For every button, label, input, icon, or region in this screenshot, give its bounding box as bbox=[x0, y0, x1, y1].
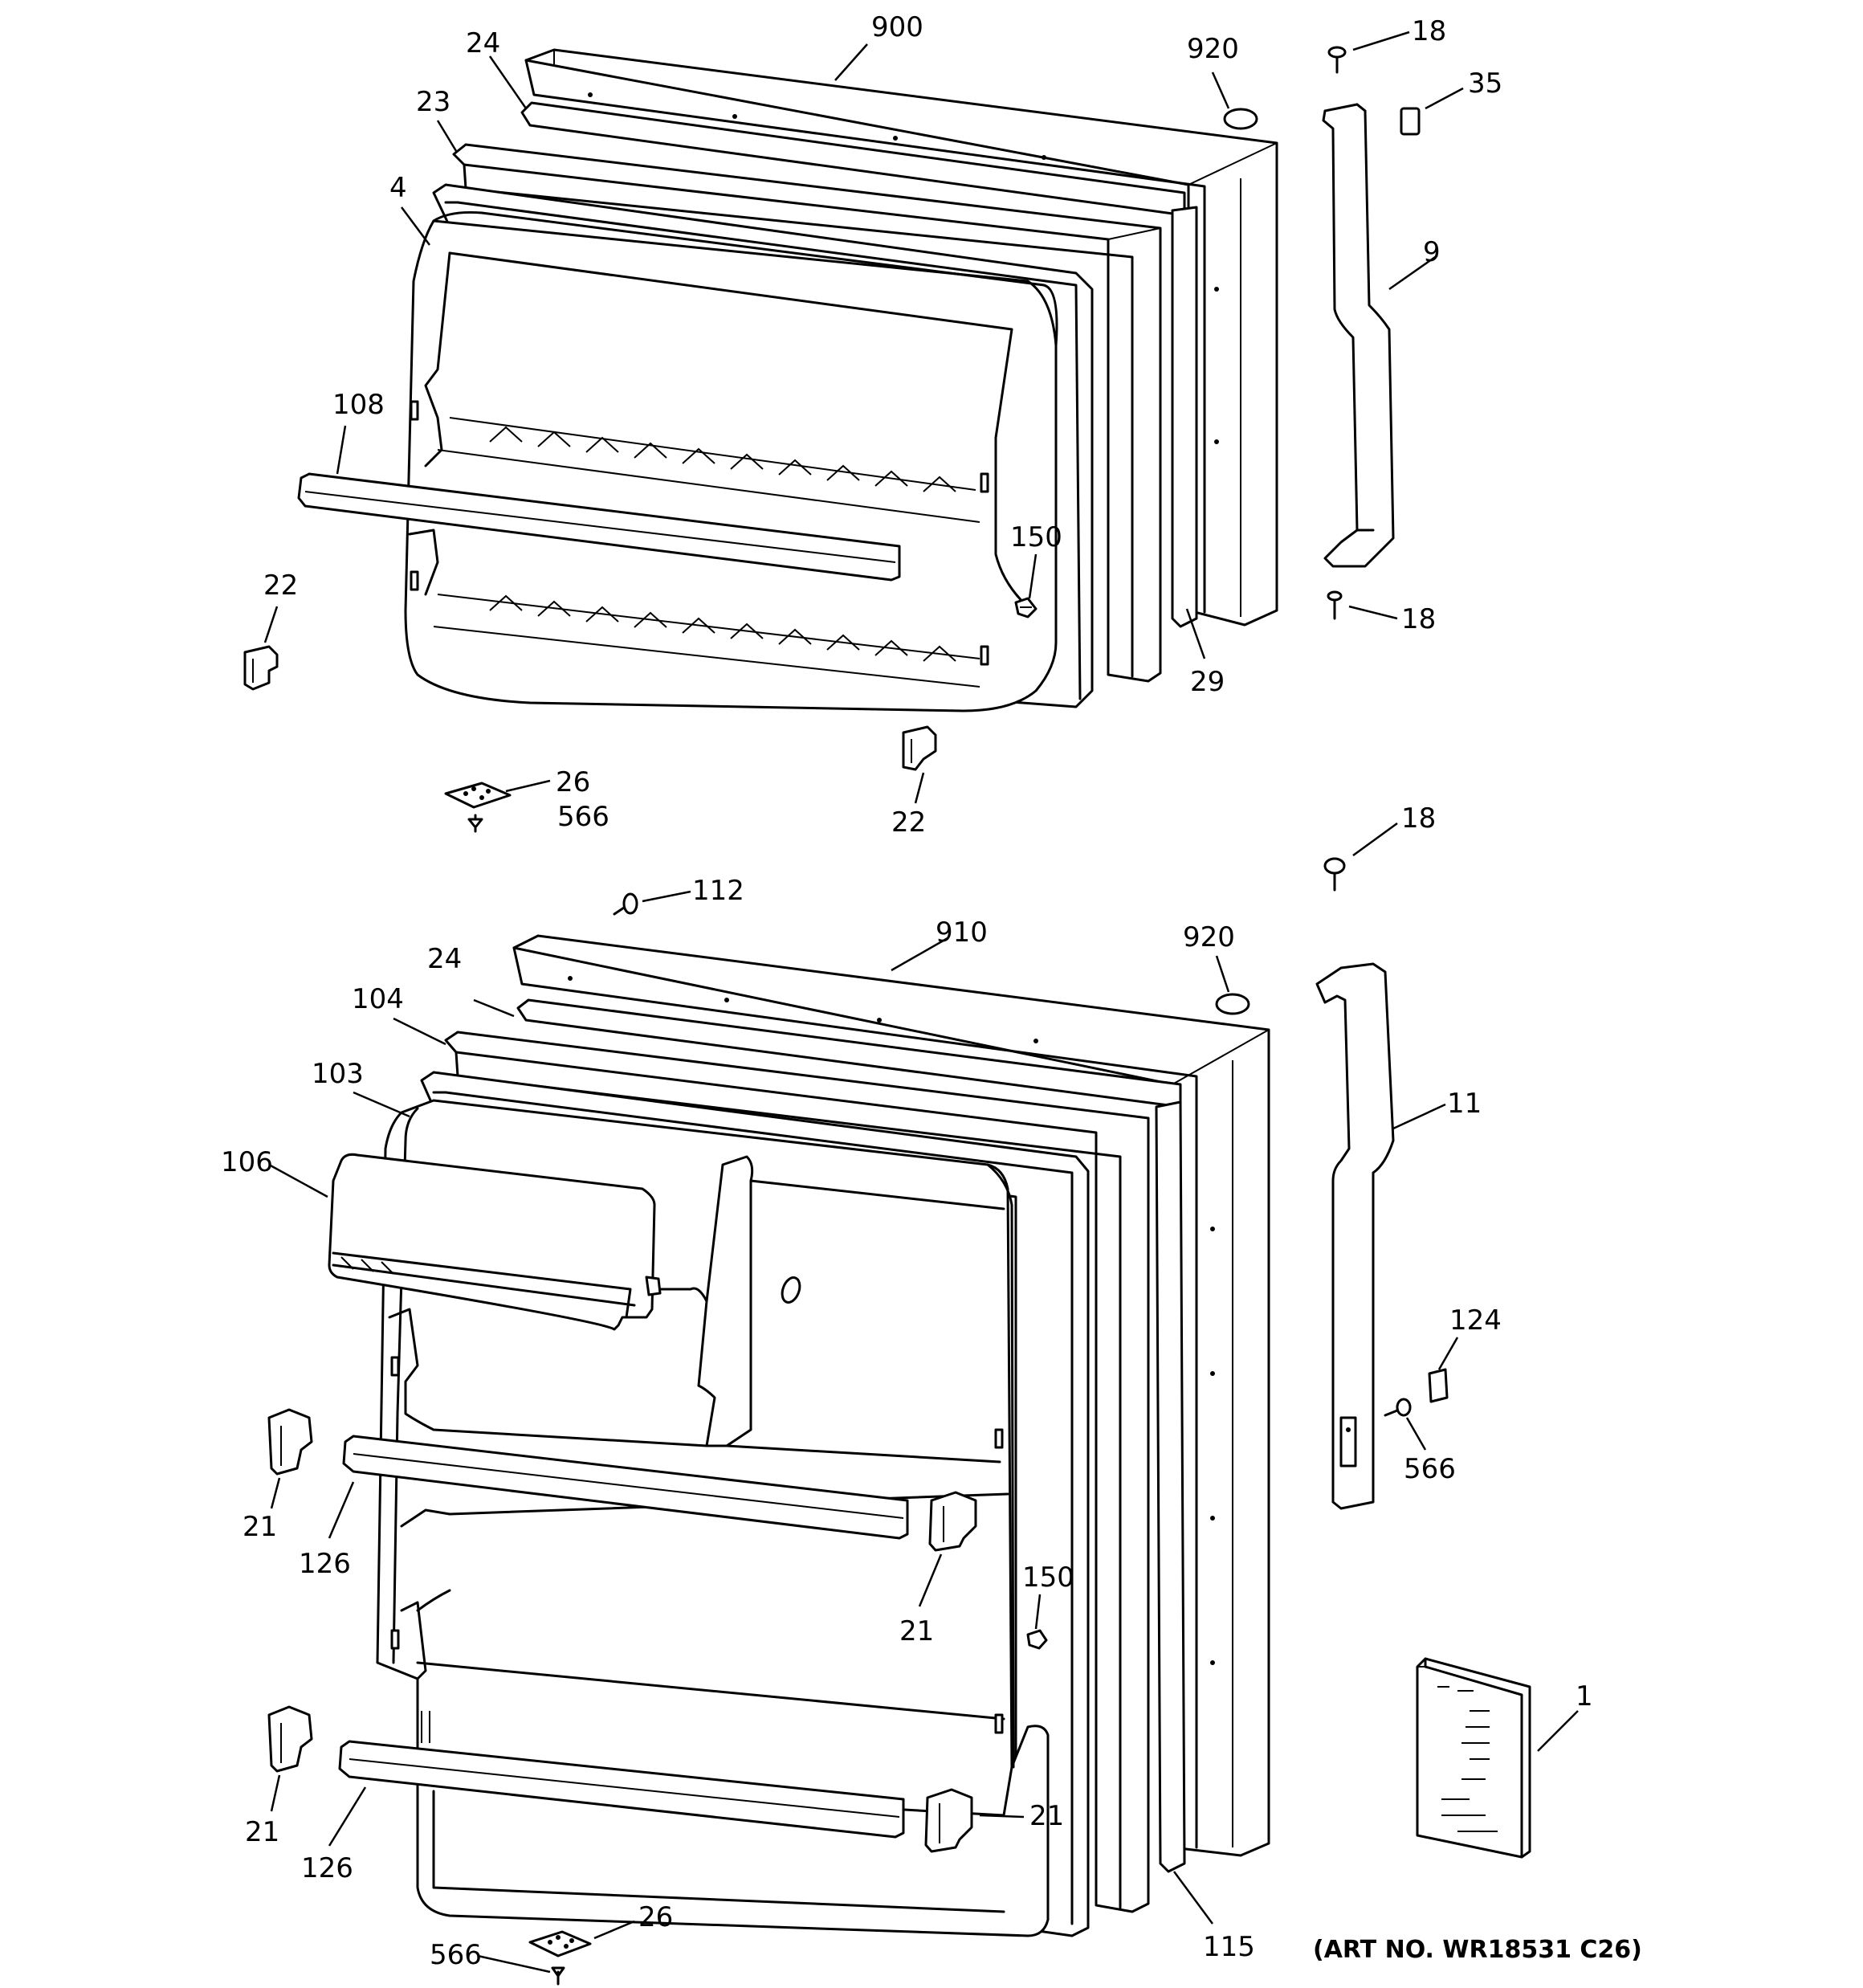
screw-18-top bbox=[1327, 46, 1347, 74]
callout-18-mid: 18 bbox=[1401, 802, 1436, 835]
plate-26-bottom bbox=[528, 1930, 592, 1957]
callout-labels: 900 920 18 35 24 23 4 9 108 150 22 18 29… bbox=[221, 11, 1642, 1971]
fresh-food-door-gasket bbox=[444, 1031, 1150, 1913]
callout-21-right-lower: 21 bbox=[1029, 1800, 1064, 1832]
clip-124 bbox=[1428, 1368, 1449, 1403]
callout-24-top: 24 bbox=[466, 27, 500, 59]
callout-18-top-b: 18 bbox=[1401, 603, 1436, 635]
callout-112: 112 bbox=[692, 875, 744, 907]
freezer-door-assembly bbox=[297, 48, 1278, 712]
hinge-21-left-upper bbox=[267, 1408, 313, 1476]
callout-150-bottom: 150 bbox=[1022, 1561, 1074, 1594]
callout-126-upper: 126 bbox=[299, 1548, 351, 1580]
callout-22-bottom: 22 bbox=[891, 806, 926, 839]
screw-566-bottom bbox=[551, 1966, 565, 1986]
freezer-door-bin-body bbox=[404, 211, 1058, 712]
fresh-food-liner-strip bbox=[516, 998, 1182, 1108]
callout-115: 115 bbox=[1203, 1931, 1255, 1963]
callout-21-mid: 21 bbox=[899, 1615, 934, 1647]
door-shelf-bar-lower bbox=[338, 1740, 905, 1839]
freezer-side-strip bbox=[1171, 206, 1198, 628]
screw-18-lower-top bbox=[1327, 590, 1343, 620]
callout-35: 35 bbox=[1468, 67, 1502, 100]
freezer-door-gasket bbox=[452, 143, 1162, 683]
hinge-21-left-lower bbox=[267, 1705, 313, 1773]
hinge-22-left bbox=[243, 645, 279, 691]
freezer-liner-strip bbox=[520, 101, 1186, 217]
hinge-22-bottom bbox=[902, 725, 937, 771]
plug-button-bottom bbox=[1215, 993, 1250, 1015]
hinge-21-mid bbox=[928, 1491, 977, 1552]
callout-23: 23 bbox=[416, 86, 450, 118]
screw-566-top bbox=[467, 814, 483, 833]
callout-124: 124 bbox=[1449, 1304, 1502, 1337]
screw-112 bbox=[613, 892, 638, 916]
callout-1: 1 bbox=[1576, 1680, 1593, 1712]
callout-106: 106 bbox=[221, 1146, 273, 1178]
hinge-21-right-lower bbox=[924, 1788, 973, 1853]
door-shelf-bar-upper bbox=[342, 1435, 909, 1540]
callout-103: 103 bbox=[312, 1058, 364, 1090]
callout-18-top-a: 18 bbox=[1412, 15, 1446, 47]
callout-566-right: 566 bbox=[1404, 1453, 1456, 1485]
callout-4: 4 bbox=[389, 172, 407, 204]
callout-21-left-upper: 21 bbox=[243, 1511, 277, 1543]
cap-35 bbox=[1400, 107, 1421, 136]
callout-26-top: 26 bbox=[556, 766, 590, 798]
callout-900-top: 900 bbox=[871, 11, 923, 43]
callout-126-lower: 126 bbox=[301, 1852, 353, 1884]
plug-button-top bbox=[1223, 108, 1258, 130]
callout-566-bottom: 566 bbox=[430, 1939, 482, 1971]
freezer-door-handle bbox=[1322, 103, 1395, 568]
callout-21-left-lower: 21 bbox=[245, 1816, 279, 1848]
callout-26-bottom: 26 bbox=[638, 1901, 673, 1933]
fresh-food-door-assembly bbox=[328, 892, 1270, 1937]
callout-920-bottom: 920 bbox=[1183, 921, 1235, 953]
callout-22-left: 22 bbox=[263, 569, 298, 602]
callout-910: 910 bbox=[936, 916, 988, 949]
literature-booklet bbox=[1416, 1657, 1531, 1859]
screw-18-mid bbox=[1323, 857, 1346, 892]
art-number: (ART NO. WR18531 C26) bbox=[1313, 1936, 1642, 1964]
callout-11: 11 bbox=[1447, 1088, 1482, 1120]
leader-lines bbox=[263, 31, 1579, 1974]
callout-29: 29 bbox=[1190, 666, 1225, 698]
callout-108: 108 bbox=[332, 389, 385, 421]
plate-26-top bbox=[444, 782, 512, 809]
dairy-compartment-door bbox=[328, 1153, 662, 1331]
fresh-food-side-strip bbox=[1155, 1100, 1186, 1873]
callout-24-bottom: 24 bbox=[427, 943, 462, 975]
callout-920-top: 920 bbox=[1187, 33, 1239, 65]
callout-9: 9 bbox=[1423, 236, 1441, 268]
callout-150-top: 150 bbox=[1010, 521, 1062, 553]
freezer-shelf-bar bbox=[297, 472, 901, 582]
screw-566-right bbox=[1384, 1398, 1412, 1417]
fresh-food-door-handle bbox=[1315, 962, 1395, 1510]
callout-566-top: 566 bbox=[557, 801, 609, 833]
screw-150-top bbox=[1014, 597, 1037, 618]
screw-150-bottom bbox=[1026, 1629, 1048, 1650]
callout-104: 104 bbox=[352, 983, 404, 1015]
